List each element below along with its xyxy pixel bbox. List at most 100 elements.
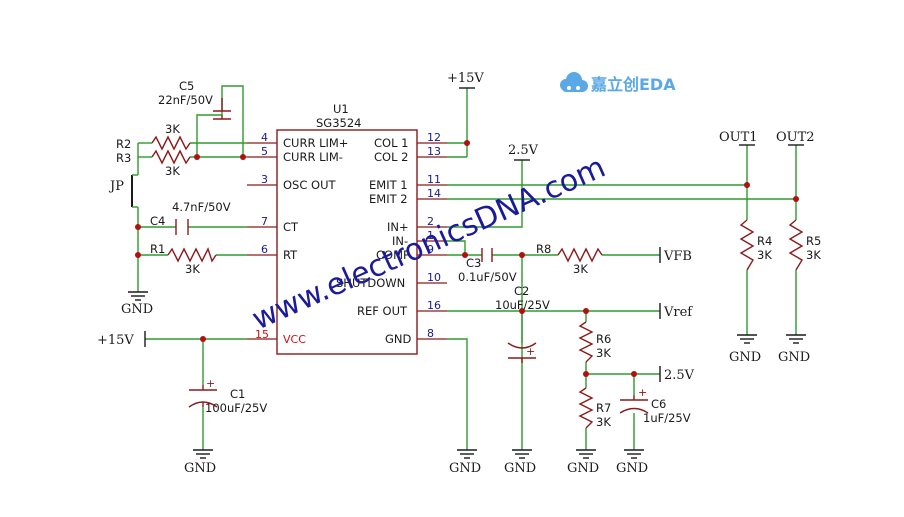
- pin-name-col1: COL 1: [374, 136, 408, 150]
- r5-ref: R5: [806, 234, 821, 248]
- pin-name-shutdown: SHUTDOWN: [336, 276, 405, 290]
- capacitor-c2[interactable]: +: [507, 342, 537, 363]
- svg-text:+: +: [206, 377, 215, 390]
- resistor-r6[interactable]: [578, 321, 594, 363]
- pin-num-4: 4: [261, 131, 268, 144]
- c3-value: 0.1uF/50V: [458, 270, 517, 284]
- gnd-label-c1: GND: [184, 461, 216, 476]
- resistor-r3[interactable]: [151, 149, 191, 165]
- r8-value: 3K: [573, 262, 588, 276]
- gnd-symbol-pin8: [457, 449, 477, 459]
- logo-text: 嘉立创EDA: [590, 75, 676, 94]
- gnd-label-pin8: GND: [449, 461, 481, 476]
- pin-name-col2: COL 2: [374, 150, 408, 164]
- resistor-r4[interactable]: [739, 219, 755, 271]
- gnd-symbol-c1: [193, 449, 213, 459]
- pin-num-2: 2: [427, 215, 434, 228]
- junctions: [135, 140, 799, 377]
- r7-ref: R7: [596, 401, 611, 415]
- pin-num-12: 12: [427, 131, 441, 144]
- jp-label: JP: [108, 179, 124, 194]
- pin-name-vcc: VCC: [283, 333, 306, 346]
- out2-label: OUT2: [776, 130, 815, 145]
- pin-num-1: 1: [427, 229, 434, 242]
- gnd-label-c2: GND: [504, 461, 536, 476]
- r1-ref: R1: [150, 242, 165, 256]
- pin-name-curr-lim-minus: CURR LIM-: [283, 150, 343, 164]
- pin-num-8: 8: [427, 327, 434, 340]
- capacitor-c5[interactable]: [213, 98, 231, 120]
- gnd-label-left: GND: [121, 302, 153, 317]
- gnd-symbol-r7: [576, 449, 596, 459]
- pin-name-ref-out: REF OUT: [357, 304, 408, 318]
- r5-value: 3K: [806, 248, 821, 262]
- resistor-r8[interactable]: [557, 247, 603, 263]
- r6-ref: R6: [596, 332, 611, 346]
- pin-name-comp: COMP: [376, 248, 410, 262]
- pin-name-curr-lim-plus: CURR LIM+: [283, 136, 348, 150]
- c1-value: 100uF/25V: [205, 401, 267, 415]
- jumper-jp[interactable]: [131, 174, 138, 208]
- pin-name-emit2: EMIT 2: [369, 192, 408, 206]
- gnd-symbol-c2: [512, 449, 532, 459]
- v15-top-label: +15V: [447, 71, 484, 86]
- c1-ref: C1: [230, 387, 245, 401]
- vref-label: Vref: [663, 305, 693, 320]
- pin-num-7: 7: [261, 215, 268, 228]
- r2-value: 3K: [165, 122, 180, 136]
- ic-right-pin-stubs: [417, 142, 447, 340]
- resistor-r2[interactable]: [151, 135, 191, 151]
- vfb-label: VFB: [663, 249, 692, 264]
- c2-ref: C2: [514, 284, 529, 298]
- ic-body[interactable]: [276, 129, 418, 355]
- gnd-symbol-left: [128, 291, 148, 301]
- pin-name-in-minus: IN-: [392, 234, 408, 248]
- pin-num-6: 6: [261, 243, 268, 256]
- capacitor-c1[interactable]: +: [188, 377, 218, 408]
- r1-value: 3K: [185, 262, 200, 276]
- c6-ref: C6: [651, 397, 666, 411]
- pin-num-3: 3: [261, 173, 268, 186]
- r7-value: 3K: [596, 415, 611, 429]
- easyeda-logo: 嘉立创EDA: [560, 72, 676, 94]
- c4-ref: C4: [150, 214, 165, 228]
- r8-ref: R8: [536, 242, 551, 256]
- gnd-label-r5: GND: [778, 350, 810, 365]
- gnd-symbol-r5: [786, 334, 806, 344]
- pin-num-13: 13: [427, 145, 441, 158]
- c5-value: 22nF/50V: [158, 93, 213, 107]
- resistor-r5[interactable]: [788, 219, 804, 271]
- pin-name-gnd: GND: [385, 332, 412, 346]
- out1-label: OUT1: [719, 130, 758, 145]
- pin-num-15: 15: [255, 328, 269, 341]
- gnd-symbol-r4: [737, 334, 757, 344]
- capacitor-c4[interactable]: [175, 219, 189, 235]
- r6-value: 3K: [596, 346, 611, 360]
- pin-num-11: 11: [427, 173, 441, 186]
- pin-num-10: 10: [427, 271, 441, 284]
- gnd-label-c6: GND: [616, 461, 648, 476]
- pin-num-9: 9: [427, 243, 434, 256]
- gnd-label-r4: GND: [729, 350, 761, 365]
- svg-text:+: +: [526, 345, 535, 358]
- c4-value: 4.7nF/50V: [172, 200, 231, 214]
- r4-value: 3K: [757, 248, 772, 262]
- c6-value: 1uF/25V: [643, 411, 691, 425]
- r3-ref: R3: [116, 151, 131, 165]
- pin-num-5: 5: [261, 145, 268, 158]
- resistor-r7[interactable]: [578, 387, 594, 429]
- pin-num-16: 16: [427, 299, 441, 312]
- capacitor-c3[interactable]: [481, 248, 493, 262]
- resistor-r1[interactable]: [167, 247, 217, 263]
- r4-ref: R4: [757, 234, 772, 248]
- r2-ref: R2: [116, 137, 131, 151]
- ic-ref: U1: [333, 102, 349, 116]
- pin-num-14: 14: [427, 187, 441, 200]
- ic-part: SG3524: [316, 116, 361, 130]
- capacitor-c6[interactable]: +: [619, 386, 649, 414]
- ic-left-pin-stubs: [247, 142, 277, 340]
- gnd-symbol-c6: [624, 449, 644, 459]
- v2v5-top-label: 2.5V: [508, 143, 539, 158]
